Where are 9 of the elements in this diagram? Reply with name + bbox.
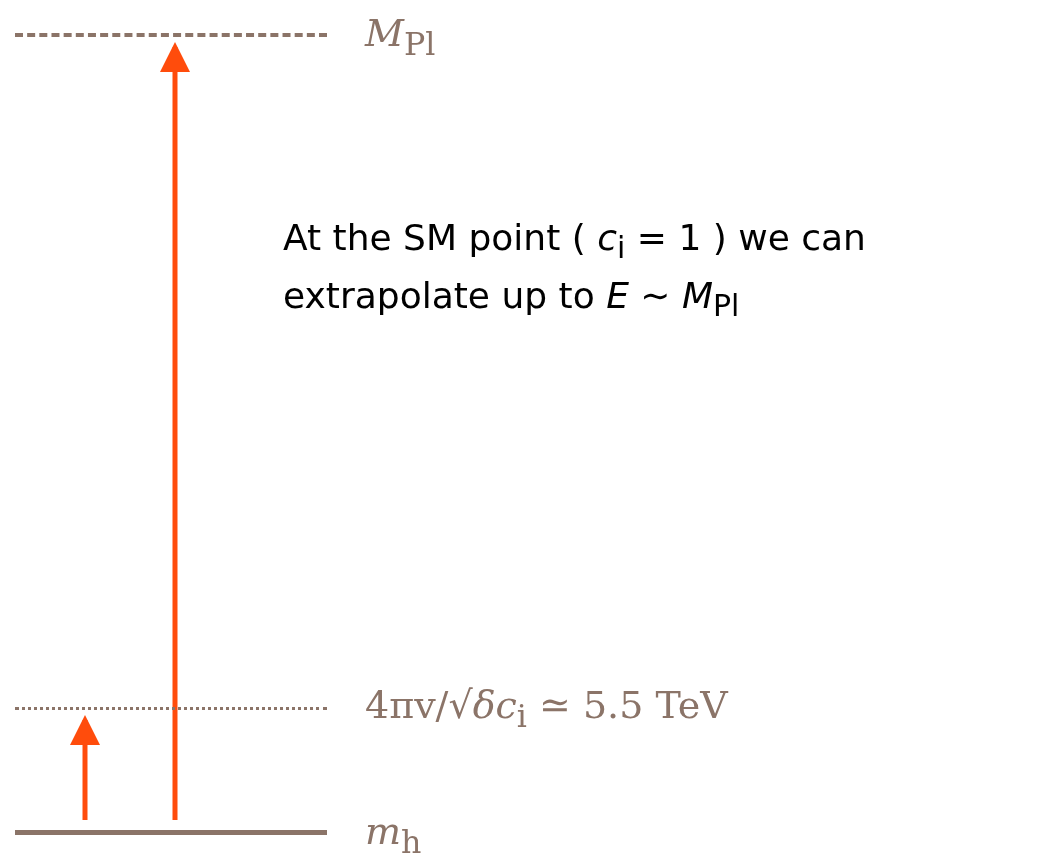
arrow (70, 715, 100, 820)
energy-scale-label: m$_{h}$ (365, 812, 422, 854)
energy-scale-label: 4πv/√δc$_{i}$ ≃ 5.5 TeV (365, 686, 728, 733)
energy-level-line (15, 33, 327, 37)
annotation-text: At the SM point ( c$_{i}$ = 1 ) we can extrapolate up to E ∼ M$_{Pl}$ (283, 216, 867, 325)
arrow (160, 42, 190, 820)
energy-level-line (15, 829, 327, 835)
energy-level-line (15, 706, 327, 710)
energy-scale-label: M$_{Pl}$ (365, 14, 436, 61)
